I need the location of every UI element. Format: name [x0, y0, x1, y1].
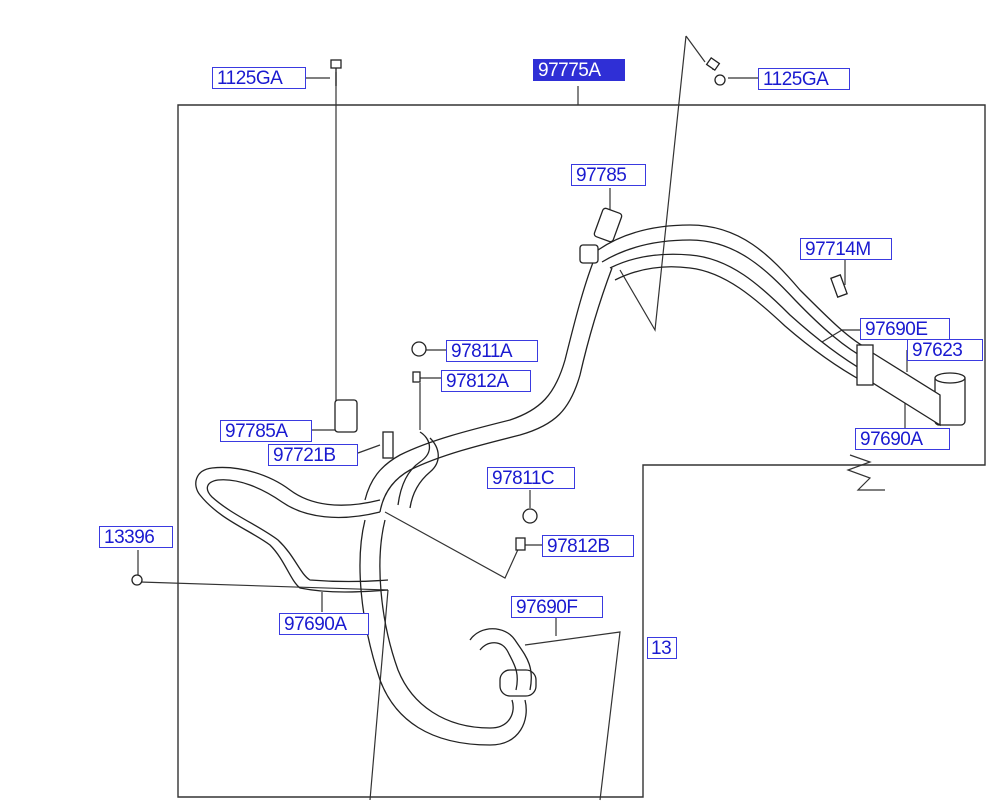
clamp-97785: [579, 207, 623, 264]
label-13-partial[interactable]: 13: [647, 637, 677, 659]
tubes: [195, 224, 871, 746]
label-1125ga-left[interactable]: 1125GA: [212, 67, 306, 89]
valve-97812b: [515, 537, 526, 551]
cap-97811a: [411, 341, 427, 357]
bolt-97714m: [830, 274, 848, 298]
bolt-head-right: [705, 56, 721, 72]
cap-97811c: [522, 508, 538, 524]
leader-lines: [137, 35, 908, 801]
sensor-97721b: [382, 431, 394, 459]
washer-right: [714, 74, 726, 86]
fasteners: [131, 56, 848, 586]
label-97785[interactable]: 97785: [571, 164, 646, 186]
label-97811c[interactable]: 97811C: [487, 467, 575, 489]
receiver-drier: [856, 343, 966, 427]
clamp-97785a: [334, 399, 358, 433]
label-97690a-right[interactable]: 97690A: [855, 428, 950, 450]
nut-13396: [131, 574, 143, 586]
label-97812a[interactable]: 97812A: [441, 370, 531, 392]
label-97812b[interactable]: 97812B: [542, 535, 634, 557]
label-97714m[interactable]: 97714M: [800, 238, 892, 260]
label-97690e[interactable]: 97690E: [860, 318, 950, 340]
label-97785a[interactable]: 97785A: [220, 420, 312, 442]
fitting-97690f: [499, 669, 537, 697]
assembly-frame: [177, 104, 986, 798]
label-97721b[interactable]: 97721B: [268, 444, 358, 466]
valve-97812a: [412, 371, 421, 383]
label-97811a[interactable]: 97811A: [446, 340, 538, 362]
label-97690a-left[interactable]: 97690A: [279, 613, 369, 635]
label-13396[interactable]: 13396: [99, 526, 173, 548]
label-97775a[interactable]: 97775A: [533, 59, 625, 81]
label-97623[interactable]: 97623: [907, 339, 983, 361]
label-1125ga-right[interactable]: 1125GA: [758, 68, 850, 90]
label-97690f[interactable]: 97690F: [511, 596, 603, 618]
bolt-head-left: [330, 59, 342, 69]
